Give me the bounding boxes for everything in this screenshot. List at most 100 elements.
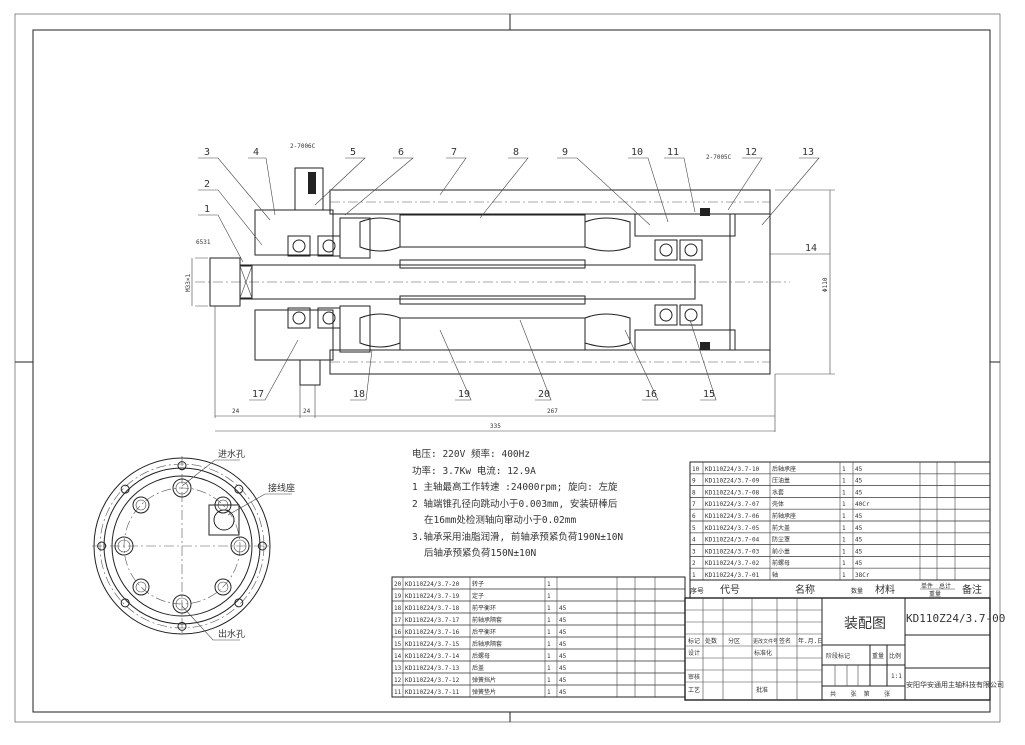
bolt-hole [230,536,250,556]
note-line: 3.轴承采用油脂润滑, 前轴承预紧负荷190N±10N [412,531,624,543]
mount-hole [177,461,187,471]
dim-267: 267 [547,408,558,415]
tb-process: 工艺 [688,686,700,694]
tb-review: 审核 [688,673,700,681]
callout-14: 14 [805,243,817,254]
cell-name: 后盖 [472,664,484,672]
cell-material: 45 [855,548,863,555]
dim-335: 335 [490,423,501,430]
header-weight: 重量 [929,590,941,598]
cell-qty: 1 [547,689,551,696]
cell-code: KD110Z24/3.7-08 [705,489,760,496]
cell-material: 45 [855,513,863,520]
cell-seq: 5 [692,525,696,532]
callout-18: 18 [353,389,365,400]
cell-qty: 1 [547,581,551,588]
header-remark: 备注 [962,583,982,596]
cell-qty: 1 [547,605,551,612]
bolt-hole-inner [217,581,229,593]
cell-seq: 12 [394,677,402,684]
callout-3: 3 [204,147,210,158]
cell-code: KD110Z24/3.7-04 [705,537,760,544]
cell-seq: 8 [692,489,696,496]
bolt-hole-inner [175,597,189,611]
cell-material: 45 [559,689,567,696]
tb-sheets: 共 张 第 张 [830,690,890,698]
cell-code: KD110Z24/3.7-12 [405,677,460,684]
cell-name: 前轴承隔套 [472,616,502,624]
cell-code: KD110Z24/3.7-16 [405,629,460,636]
mount-hole [234,484,244,494]
cell-seq: 6 [692,513,696,520]
cell-seq: 9 [692,478,696,485]
cell-code: KD110Z24/3.7-18 [405,605,460,612]
cell-seq: 7 [692,501,696,508]
bolt-hole [214,578,232,596]
bolt-hole-inner [233,539,247,553]
cell-code: KD110Z24/3.7-17 [405,617,460,624]
tb-date: 年.月.日 [798,637,823,645]
cell-seq: 4 [692,537,696,544]
cell-seq: 1 [692,572,696,579]
cell-seq: 3 [692,548,696,555]
table-header: 序号代号名称数量材料单件总计重量备注 [690,579,990,598]
cell-qty: 1 [842,478,846,485]
cell-material: 45 [855,478,863,485]
callout-12: 12 [745,147,757,158]
spindle-section-view [191,157,835,432]
tb-standard: 标准化 [754,649,772,657]
bolt-hole [132,578,150,596]
callout-7: 7 [451,147,457,158]
header-material: 材料 [875,583,895,596]
cell-code: KD110Z24/3.7-02 [705,560,760,567]
callout-4: 4 [253,147,259,158]
cell-material: 45 [855,560,863,567]
callout-9: 9 [562,147,568,158]
cell-material: 45 [559,605,567,612]
cell-code: KD110Z24/3.7-15 [405,641,460,648]
cell-seq: 13 [394,665,402,672]
bearing-rear-label: 2-7005C [706,154,732,161]
cell-material: 45 [855,525,863,532]
cell-qty: 1 [842,513,846,520]
cell-name: 前大盖 [772,524,790,532]
cell-qty: 1 [842,489,846,496]
cell-name: 后轴承座 [772,465,796,473]
outlet-label: 出水孔 [218,628,245,640]
callout-13: 13 [802,147,814,158]
inlet-label: 进水孔 [218,448,245,460]
cell-name: 弹簧垫片 [472,688,496,696]
cell-code: KD110Z24/3.7-14 [405,653,460,660]
bolt-hole-inner [117,539,131,553]
mount-hole [97,541,107,551]
callout-11: 11 [667,147,679,158]
cell-qty: 1 [547,665,551,672]
inner-frame [32,29,991,713]
tb-scale: 1:1 [891,673,902,680]
bolt-hole-inner [175,481,189,495]
bolt-hole-inner [135,499,147,511]
cell-name: 壳体 [772,500,784,508]
cell-material: 40Cr [855,501,870,508]
tb-mark: 标记 [688,637,700,645]
cell-qty: 1 [547,677,551,684]
cell-qty: 1 [842,466,846,473]
header-name: 名称 [795,583,815,596]
cell-name: 前轴承座 [772,512,796,520]
cell-qty: 1 [842,537,846,544]
cell-code: KD110Z24/3.7-06 [705,513,760,520]
cell-name: 压油盖 [772,477,790,485]
cell-seq: 10 [692,466,700,473]
note-line: 2 轴端锥孔径向跳动小于0.003mm, 安装研棒后 [412,498,618,510]
technical-notes: 电压: 220V 频率: 400Hz 功率: 3.7Kw 电流: 12.9A 1… [412,447,623,563]
